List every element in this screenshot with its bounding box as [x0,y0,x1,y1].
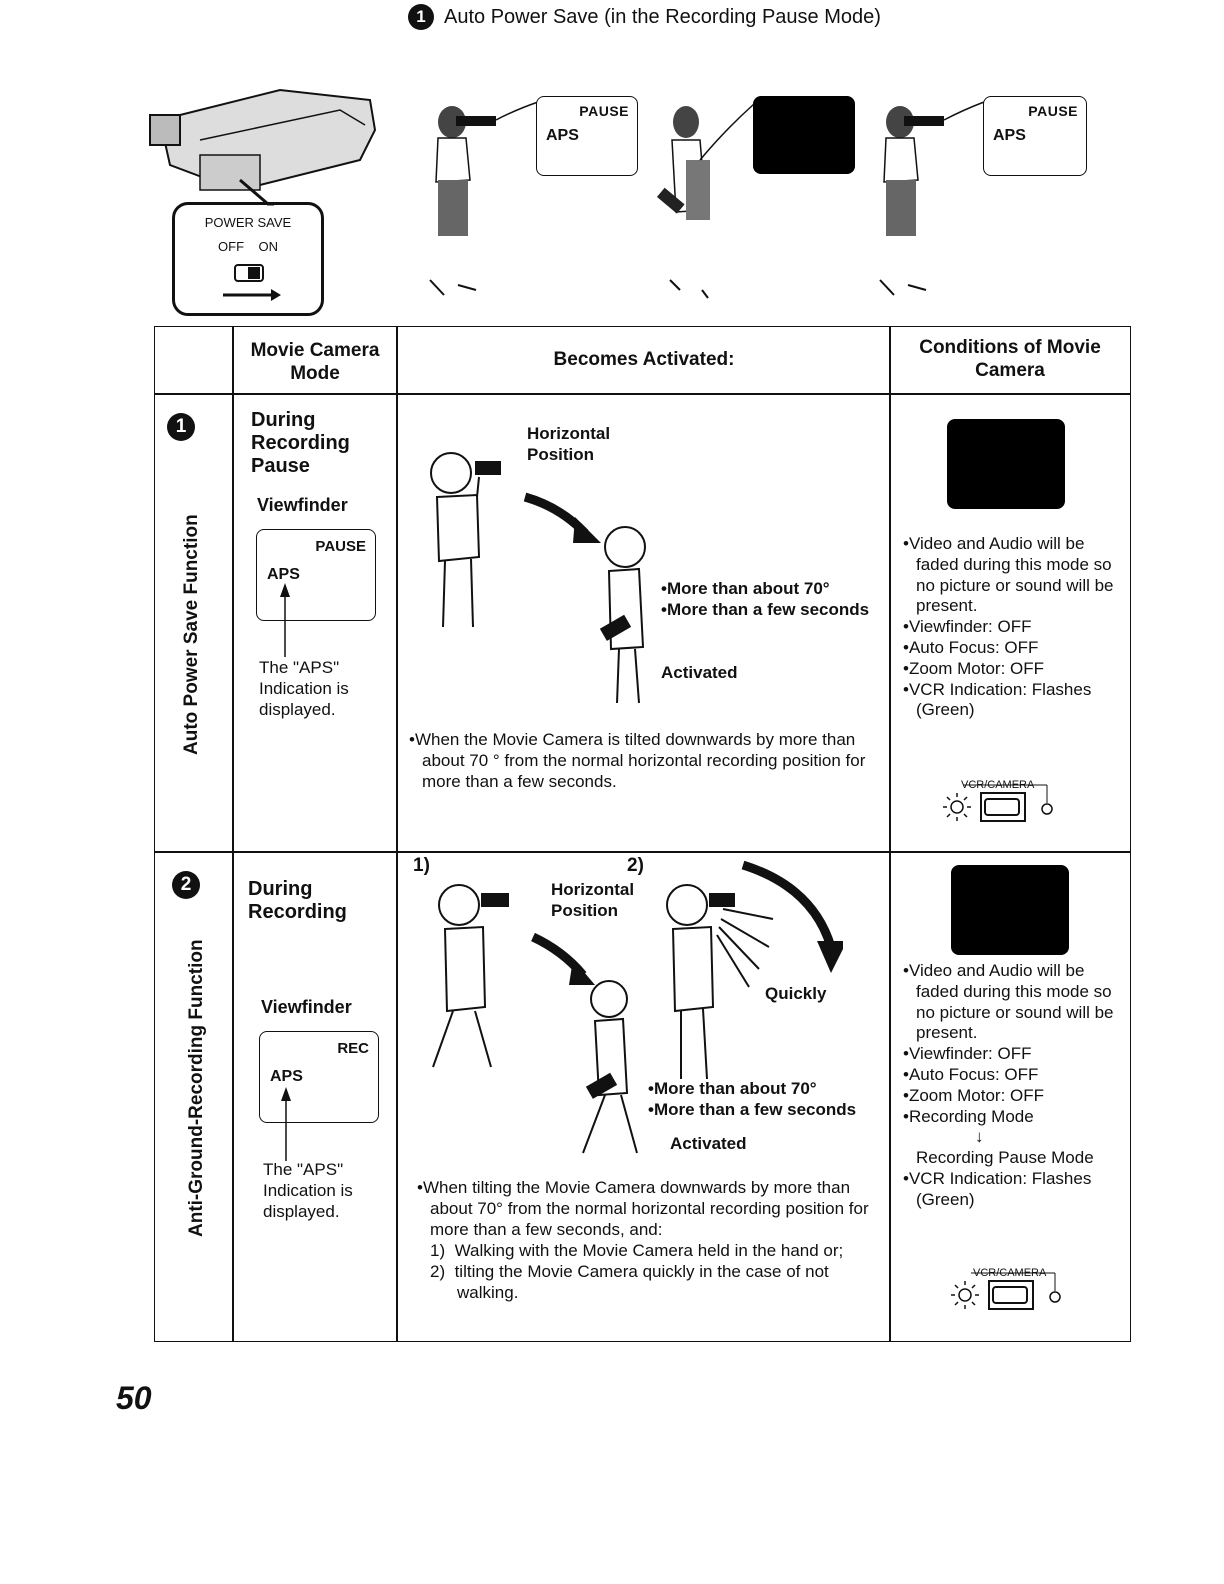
viewfinder-pause-text: PAUSE [315,538,366,555]
row-2-condition-3: Auto Focus: OFF [908,1064,1039,1084]
down-arrow-icon: ↓ [975,1127,984,1147]
switch-on-label: ON [258,239,278,254]
row-2-black-screen [951,865,1069,955]
row-2-conditions: •Video and Audio will be faded during th… [903,961,1123,1211]
row-1-condition-5: VCR Indication: Flashes (Green) [908,679,1092,720]
power-save-switch-callout: POWER SAVE OFF ON [172,202,324,316]
row-1-viewfinder-label: Viewfinder [257,495,348,515]
row-2-number: 2 [172,871,200,899]
row-1-condition-1: Video and Audio will be faded during thi… [908,534,1114,616]
screen-pause-text: PAUSE [579,103,629,119]
row-2-rec-pause: Recording Pause Mode [916,1148,1094,1168]
row-2-step2-label: 2) [627,855,644,876]
top-screen-3: PAUSE APS [983,96,1087,176]
led-blinking-icon [943,784,1053,822]
person-tilting-icon [656,103,755,299]
person-filming-icon [429,101,539,296]
screen-aps-text: APS [546,127,579,144]
row-1-explanation-text: When the Movie Camera is tilted downward… [414,730,866,791]
indicator-pointer-icon [280,583,290,657]
row-1-viewfinder-display: PAUSE APS [256,529,376,621]
row-2-aps-note: The "APS" Indication is displayed. [263,1160,353,1221]
screen-aps-text: APS [993,127,1026,144]
row-1-time: More than a few seconds [666,600,870,619]
row-1-side-label: Auto Power Save Function [181,514,202,755]
row-2-viewfinder-label: Viewfinder [261,997,352,1017]
row-1-conditions: •Video and Audio will be faded during th… [903,534,1114,720]
top-screen-1: PAUSE APS [536,96,638,176]
row-1-black-screen [947,419,1065,509]
page-number: 50 [116,1380,152,1416]
viewfinder-rec-text: REC [337,1040,369,1057]
led-blinking-icon [951,1272,1061,1310]
row-2-explanation: •When tilting the Movie Camera downwards… [417,1177,877,1303]
row-2-condition-6: VCR Indication: Flashes (Green) [908,1168,1092,1209]
row-2-condition-1: Video and Audio will be faded during thi… [908,961,1114,1043]
viewfinder-aps-text: APS [270,1068,303,1085]
row-2-condition-5: Recording Mode [908,1106,1034,1126]
indicator-pointer-icon [281,1087,291,1161]
slide-switch-icon [223,264,281,301]
row-1-condition-3: Auto Focus: OFF [908,637,1039,657]
switch-off-label: OFF [218,239,245,254]
switch-states: OFF ON [175,239,321,254]
row-2-viewfinder-display: REC APS [259,1031,379,1123]
switch-label: POWER SAVE [204,215,292,230]
row-2-criteria: •More than about 70° •More than a few se… [648,1079,857,1119]
row-1-mode-title: During Recording Pause [251,409,350,477]
header-mode: Movie Camera Mode [250,340,380,384]
row-1-horizontal-position: Horizontal Position [527,424,611,464]
row-1-aps-note: The "APS" Indication is displayed. [259,658,349,719]
row-2-list-item-1: 1) Walking with the Movie Camera held in… [430,1241,844,1260]
row-2-activated: Activated [670,1134,747,1153]
page-heading: 1 Auto Power Save (in the Recording Paus… [408,4,881,30]
function-table: Movie Camera Mode Becomes Activated: Con… [154,326,1131,1342]
row-2-explanation-text: When tilting the Movie Camera downwards … [422,1178,869,1239]
row-2-condition-4: Zoom Motor: OFF [908,1085,1045,1105]
row-2-list-item-2: 2) tilting the Movie Camera quickly in t… [430,1262,829,1302]
top-screen-black [753,96,855,174]
heading-text: Auto Power Save (in the Recording Pause … [444,5,881,28]
row-2-step1-label: 1) [413,855,430,876]
row-1-activated: Activated [661,663,738,682]
row-2-side-label: Anti-Ground-Recording Function [186,939,207,1237]
row-2-time: More than a few seconds [653,1100,857,1119]
row-2-condition-2: Viewfinder: OFF [908,1044,1032,1064]
viewfinder-aps-text: APS [267,566,300,583]
row-1-explanation: •When the Movie Camera is tilted downwar… [409,730,866,791]
row-1-condition-4: Zoom Motor: OFF [908,658,1045,678]
camcorder-icon [149,88,377,206]
row-1-tilt-illustration [430,452,646,704]
screen-pause-text: PAUSE [1028,103,1078,119]
person-filming-icon [879,101,985,296]
header-activated: Becomes Activated: [553,349,735,370]
row-1-condition-2: Viewfinder: OFF [908,617,1032,637]
header-conditions: Conditions of Movie Camera [919,337,1101,381]
row-2-angle: More than about 70° [653,1079,817,1098]
row-1-criteria: •More than about 70° •More than a few se… [661,579,870,619]
row-1-number: 1 [167,413,195,441]
row-1-angle: More than about 70° [666,579,830,598]
row-2-tilt-illustration [432,860,843,1154]
row-2-horizontal-position: Horizontal Position [551,880,635,920]
row-2-mode-title: During Recording [248,878,347,923]
heading-number: 1 [408,4,434,30]
row-2-quickly: Quickly [765,984,827,1003]
